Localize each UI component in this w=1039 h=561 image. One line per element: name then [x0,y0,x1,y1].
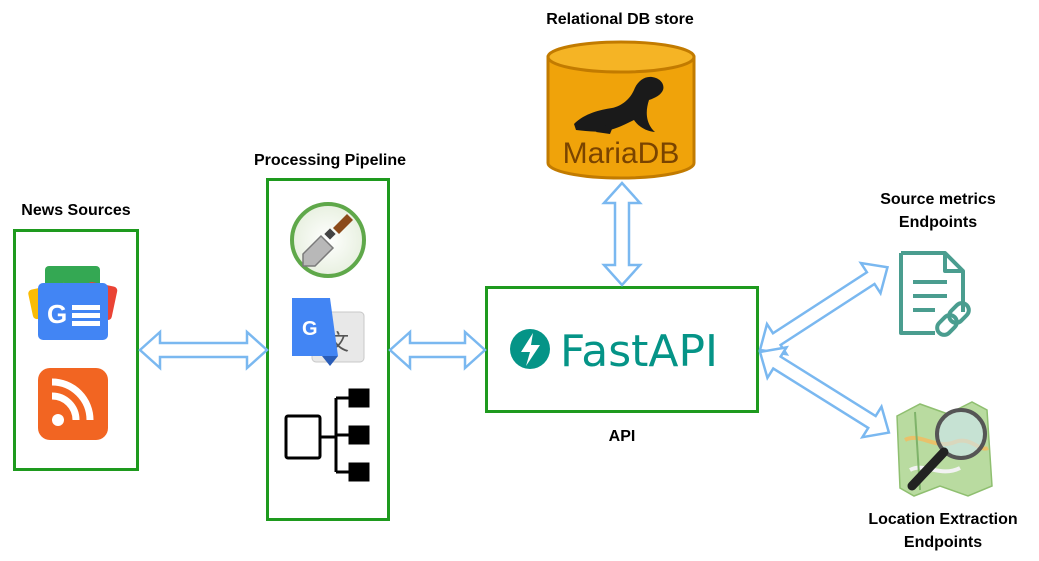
svg-text:G: G [47,299,67,329]
api-label: API [608,428,636,445]
location-extraction-label-line1: Location Extraction [868,511,1018,528]
news-sources-label: News Sources [21,202,131,219]
rss-icon [38,368,108,440]
source-metrics-label-line1: Source metrics [880,191,996,208]
google-translate-icon: 文 G [292,298,365,366]
scraper-icon [290,202,366,278]
svg-text:G: G [302,318,318,340]
fastapi-text: FastAPI [560,326,718,377]
document-link-icon [899,251,971,337]
map-search-icon [896,401,993,497]
api-source-metrics-arrow [758,261,890,356]
hierarchy-icon [284,388,370,482]
google-news-icon: G [28,266,118,340]
api-location-arrow [758,345,891,439]
location-extraction-label-line2: Endpoints [903,534,983,551]
source-metrics-label-line2: Endpoints [898,214,978,231]
fastapi-box [485,286,759,413]
pipeline-api-arrow [388,329,487,371]
db-store-label: Relational DB store [546,11,694,28]
location-extraction-label: Location Extraction Endpoints [838,508,1039,554]
db-api-arrow [601,181,643,287]
fastapi-logo: FastAPI [510,326,718,377]
processing-pipeline-label: Processing Pipeline [253,152,407,169]
news-pipeline-arrow [138,329,269,371]
mariadb-text: MariaDB [563,137,680,170]
source-metrics-label: Source metrics Endpoints [853,188,1023,234]
mariadb-logo: MariaDB [546,40,696,180]
